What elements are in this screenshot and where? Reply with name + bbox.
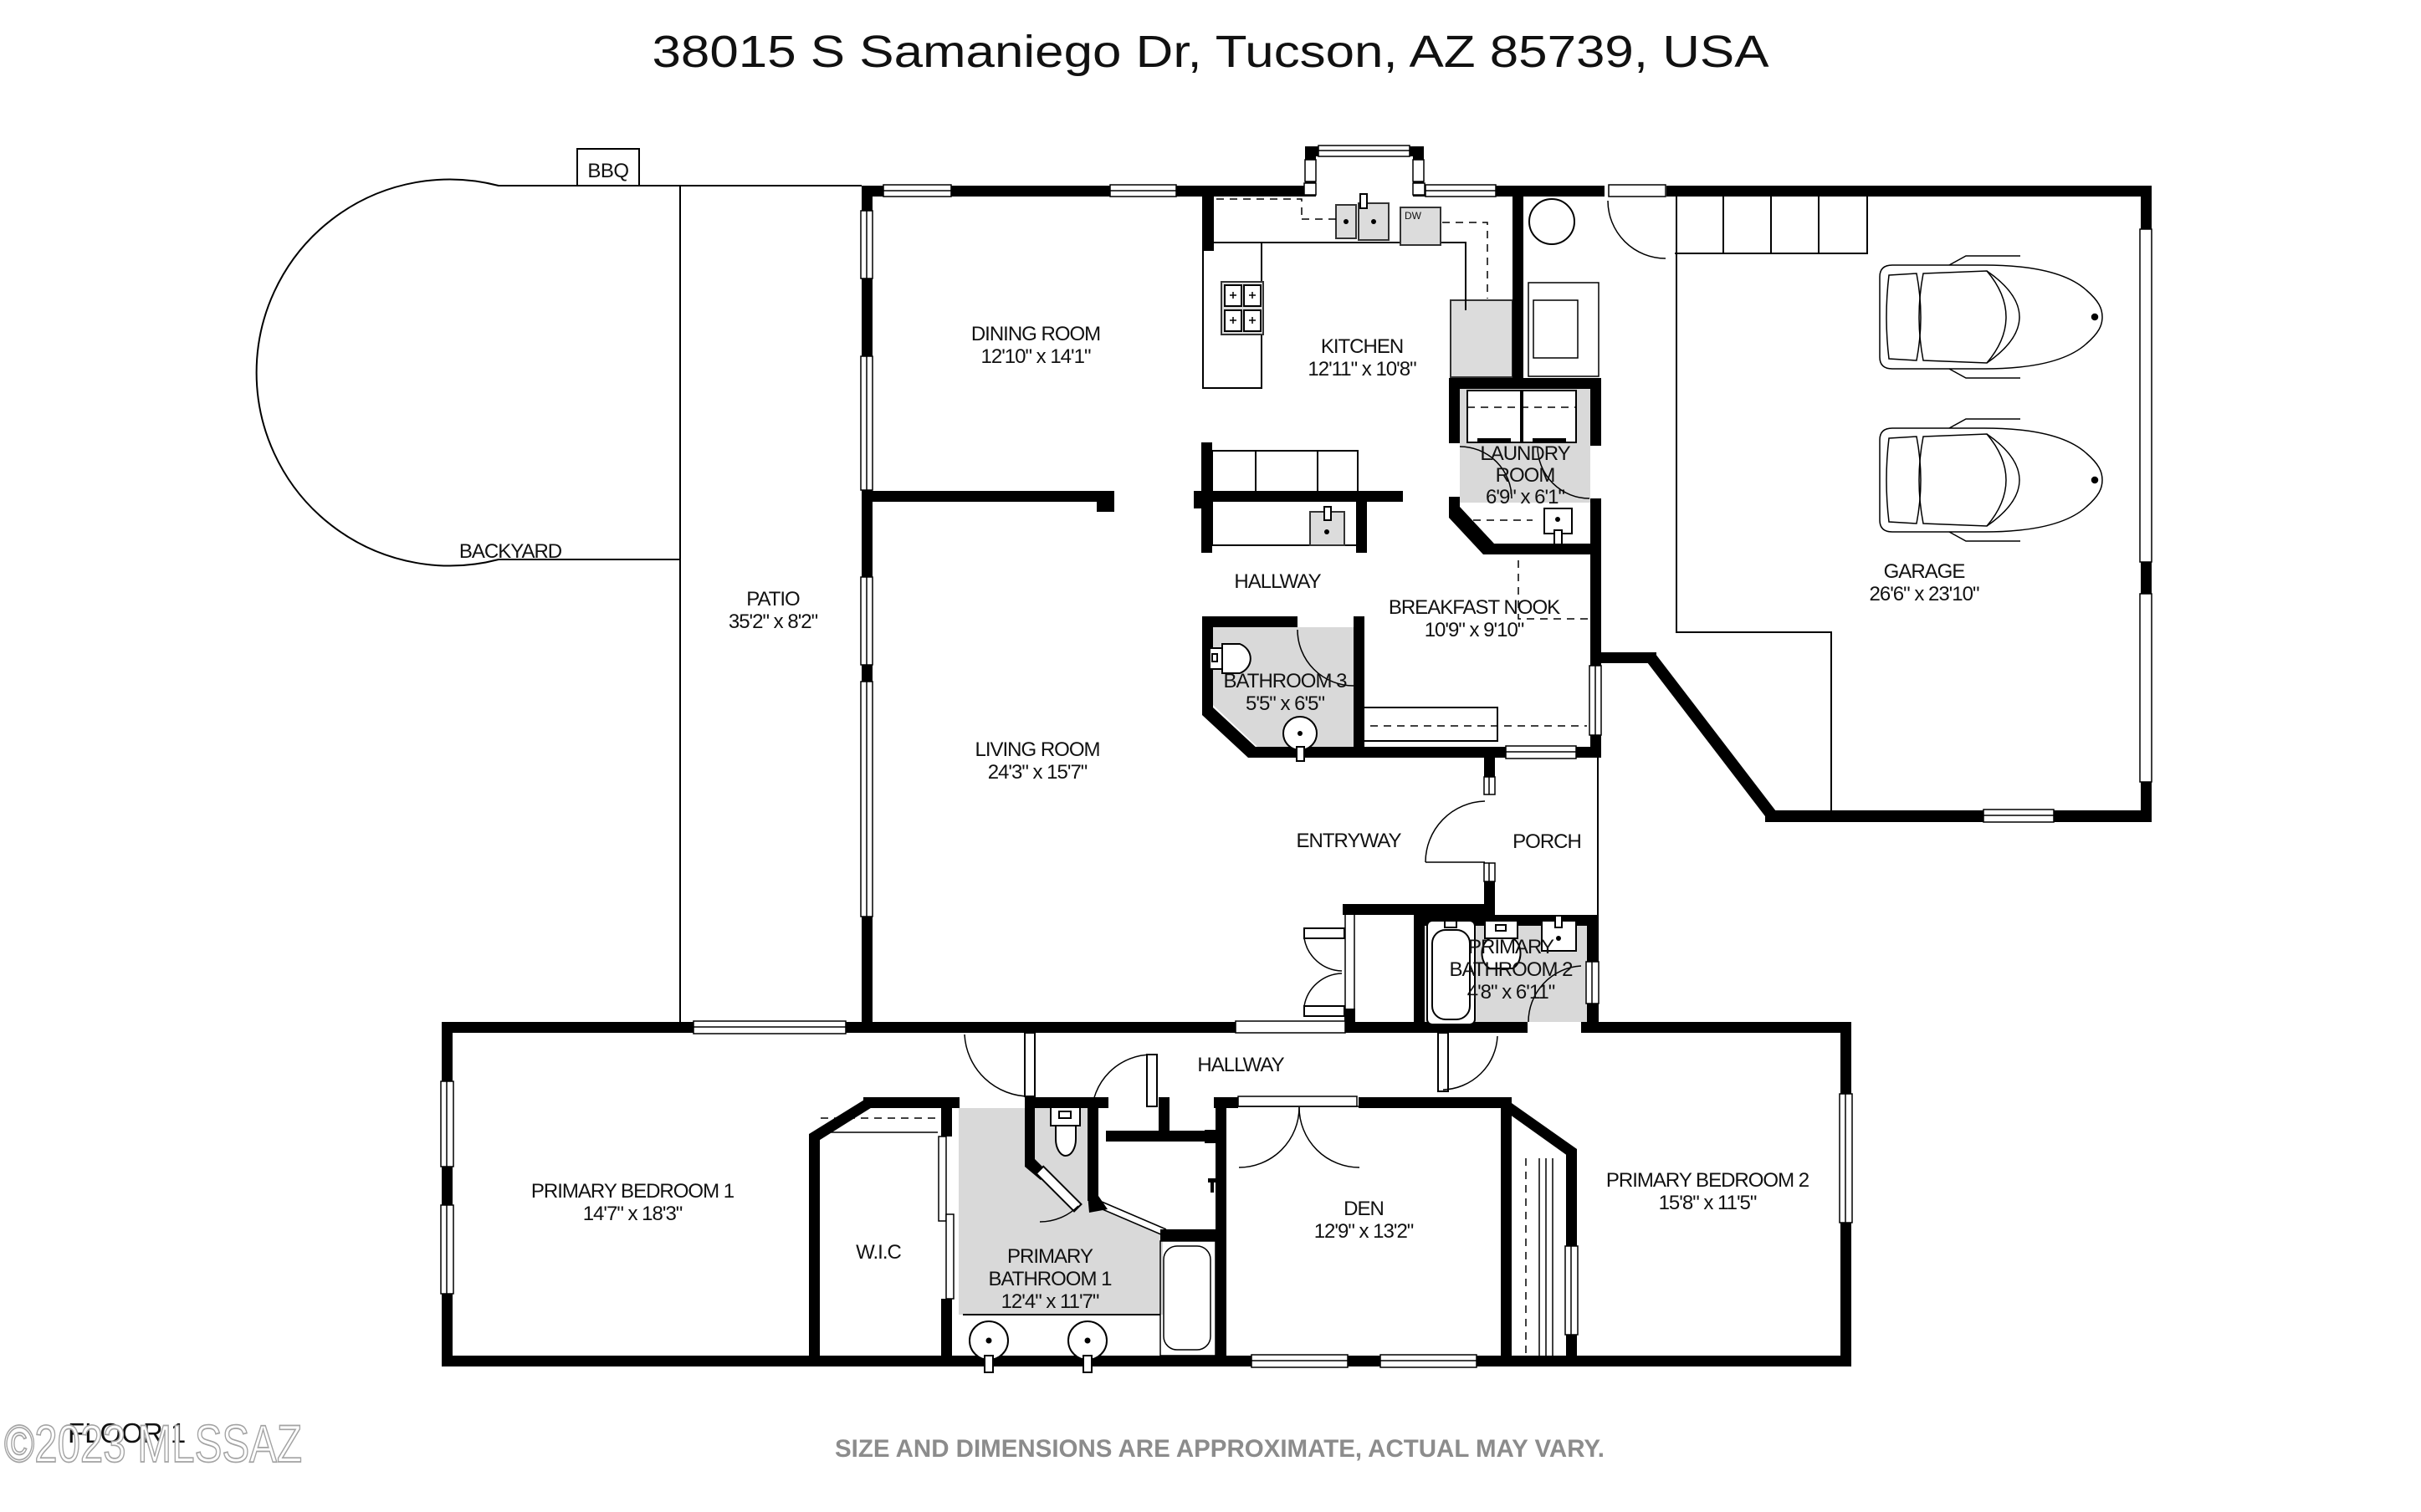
svg-text:BATHROOM 3: BATHROOM 3	[1224, 670, 1348, 692]
svg-text:BATHROOM 1: BATHROOM 1	[989, 1268, 1113, 1290]
svg-text:©2023 MLSSAZ: ©2023 MLSSAZ	[4, 1415, 302, 1474]
svg-text:35'2" x 8'2": 35'2" x 8'2"	[729, 610, 818, 633]
svg-text:BREAKFAST NOOK: BREAKFAST NOOK	[1389, 596, 1560, 619]
svg-text:LIVING ROOM: LIVING ROOM	[975, 738, 1099, 761]
svg-text:HALLWAY: HALLWAY	[1197, 1054, 1284, 1076]
svg-text:BBQ: BBQ	[587, 160, 628, 182]
svg-text:38015 S Samaniego Dr, Tucson,: 38015 S Samaniego Dr, Tucson, AZ 85739, …	[653, 27, 1769, 77]
svg-text:12'11" x 10'8": 12'11" x 10'8"	[1308, 358, 1416, 381]
svg-text:BACKYARD: BACKYARD	[459, 540, 562, 563]
svg-text:PRIMARY BEDROOM 2: PRIMARY BEDROOM 2	[1606, 1169, 1809, 1192]
svg-text:15'8" x 11'5": 15'8" x 11'5"	[1659, 1192, 1757, 1214]
svg-text:PRIMARY BEDROOM 1: PRIMARY BEDROOM 1	[531, 1180, 734, 1203]
svg-text:ROOM: ROOM	[1496, 464, 1555, 487]
svg-text:GARAGE: GARAGE	[1884, 560, 1965, 583]
svg-text:26'6" x 23'10": 26'6" x 23'10"	[1870, 583, 1979, 605]
svg-text:12'10" x 14'1": 12'10" x 14'1"	[981, 345, 1091, 368]
svg-text:LAUNDRY: LAUNDRY	[1480, 442, 1570, 465]
svg-text:12'9" x 13'2": 12'9" x 13'2"	[1314, 1220, 1414, 1243]
svg-text:14'7" x 18'3": 14'7" x 18'3"	[583, 1203, 683, 1225]
svg-text:DINING ROOM: DINING ROOM	[971, 323, 1100, 345]
svg-text:PATIO: PATIO	[746, 588, 800, 610]
svg-text:FLOOR 1: FLOOR 1	[68, 1418, 186, 1448]
svg-text:DEN: DEN	[1344, 1198, 1384, 1220]
svg-text:W.I.C: W.I.C	[856, 1241, 901, 1264]
svg-text:ENTRYWAY: ENTRYWAY	[1297, 830, 1402, 852]
svg-text:24'3" x 15'7": 24'3" x 15'7"	[988, 761, 1088, 784]
svg-text:5'5" x 6'5": 5'5" x 6'5"	[1246, 692, 1324, 715]
svg-text:DW: DW	[1405, 210, 1422, 222]
svg-text:SIZE AND DIMENSIONS ARE APPROX: SIZE AND DIMENSIONS ARE APPROXIMATE, ACT…	[835, 1435, 1605, 1463]
svg-text:KITCHEN: KITCHEN	[1321, 335, 1403, 358]
svg-text:PRIMARY: PRIMARY	[1468, 936, 1554, 958]
svg-text:12'4" x 11'7": 12'4" x 11'7"	[1001, 1290, 1099, 1313]
svg-text:10'9" x 9'10": 10'9" x 9'10"	[1425, 619, 1524, 641]
svg-text:4'8" x 6'11": 4'8" x 6'11"	[1467, 981, 1555, 1004]
svg-text:PORCH: PORCH	[1512, 830, 1581, 853]
svg-text:BATHROOM 2: BATHROOM 2	[1450, 958, 1574, 981]
svg-text:PRIMARY: PRIMARY	[1007, 1245, 1093, 1268]
svg-text:HALLWAY: HALLWAY	[1234, 570, 1321, 593]
svg-text:6'9" x 6'1": 6'9" x 6'1"	[1486, 486, 1564, 508]
